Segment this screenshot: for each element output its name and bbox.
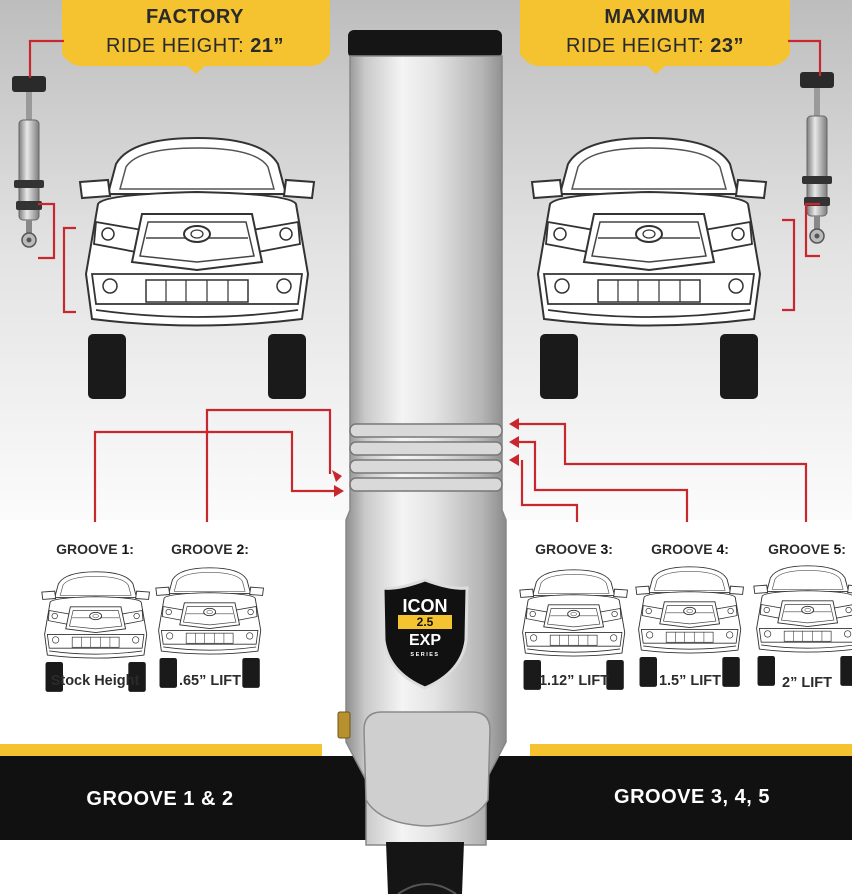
valve [337, 711, 351, 739]
factory-line-prefix: RIDE HEIGHT: [105, 35, 251, 57]
g3-prefix: GROOVE [535, 541, 601, 557]
groove-label-5: GROOVE 5: [752, 541, 852, 557]
shock-bottom [386, 842, 464, 894]
g3-num: 3 [600, 541, 609, 557]
g1-num: 1 [121, 541, 130, 557]
maximum-line-prefix: RIDE HEIGHT: [565, 35, 711, 57]
yellow-stripe-right [530, 744, 852, 756]
g2-suffix: : [244, 541, 249, 557]
groove-caption-4: 1.5” LIFT [658, 673, 722, 689]
banner-factory-title: FACTORY [65, 6, 325, 29]
g4-prefix: GROOVE [651, 541, 717, 557]
groove-leaders [93, 408, 808, 522]
g2-num: 2 [236, 541, 245, 557]
shock-cap [348, 30, 502, 58]
factory-value: 21” [250, 35, 285, 57]
g1-prefix: GROOVE [56, 541, 122, 557]
groove-label-2: GROOVE 2: [155, 541, 265, 557]
banner-maximum-title: MAXIMUM [525, 6, 785, 29]
groove-caption-5: 2” LIFT [782, 675, 832, 691]
g4-suffix: : [724, 541, 729, 557]
groove-label-4: GROOVE 4: [635, 541, 745, 557]
g5-num: 5 [833, 541, 842, 557]
badge-line: EXP [409, 632, 441, 649]
g4-num: 4 [716, 541, 725, 557]
badge-brand: ICON [403, 596, 448, 616]
groove-label-3: GROOVE 3: [519, 541, 629, 557]
g2-prefix: GROOVE [171, 541, 237, 557]
maximum-value: 23” [710, 35, 745, 57]
groove-caption-1: Stock Height [50, 673, 140, 689]
maximum-title: MAXIMUM [604, 6, 706, 28]
footer-bar-left [0, 756, 366, 840]
banner-factory-shape [62, 0, 330, 74]
groove-caption-3: 1.12” LIFT [538, 673, 610, 689]
shock-window [363, 711, 491, 827]
shock-grooves [349, 423, 503, 492]
banner-maximum-line: RIDE HEIGHT: 23” [525, 35, 785, 58]
factory-title: FACTORY [146, 6, 244, 28]
groove-label-1: GROOVE 1: [40, 541, 150, 557]
icon-badge: 2.5 ICON EXP SERIES [381, 578, 469, 690]
badge-size: 2.5 [417, 615, 434, 629]
badge-series: SERIES [410, 652, 439, 658]
g3-suffix: : [608, 541, 613, 557]
footer-bar-right [486, 756, 852, 840]
footer-left-text: GROOVE 1 & 2 [86, 788, 234, 810]
g5-suffix: : [841, 541, 846, 557]
banner-factory-line: RIDE HEIGHT: 21” [65, 35, 325, 58]
groove-caption-2: .65” LIFT [178, 673, 242, 689]
g1-suffix: : [129, 541, 134, 557]
yellow-stripe-left [0, 744, 322, 756]
g5-prefix: GROOVE [768, 541, 834, 557]
footer-right-text: GROOVE 3, 4, 5 [614, 786, 770, 808]
banner-maximum-shape [520, 0, 790, 74]
